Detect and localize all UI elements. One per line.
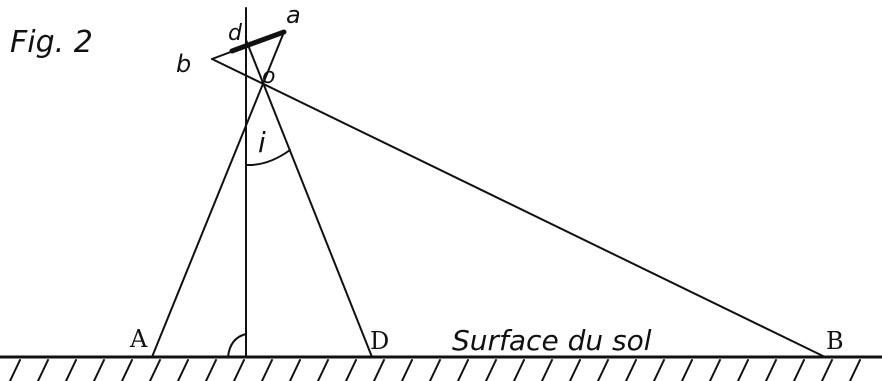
figure-title: Fig. 2 bbox=[10, 25, 93, 60]
label-point-o: o bbox=[262, 64, 275, 89]
label-point-d: d bbox=[228, 21, 243, 46]
angle-arc-i bbox=[245, 149, 291, 167]
label-point-D: D bbox=[370, 327, 389, 355]
label-point-A: A bbox=[129, 325, 148, 353]
ray-b-to-B bbox=[211, 58, 826, 358]
label-angle-i: i bbox=[258, 126, 266, 159]
label-point-B: B bbox=[826, 327, 844, 355]
plate-thick-da bbox=[229, 29, 287, 54]
ray-a-to-A bbox=[151, 31, 285, 358]
ray-d-to-D bbox=[245, 39, 373, 358]
ground-angle-arc bbox=[227, 333, 247, 358]
label-point-a: a bbox=[286, 1, 301, 29]
ground-hatching bbox=[9, 359, 861, 381]
ground-label: Surface du sol bbox=[452, 324, 652, 357]
label-point-b: b bbox=[176, 50, 191, 78]
